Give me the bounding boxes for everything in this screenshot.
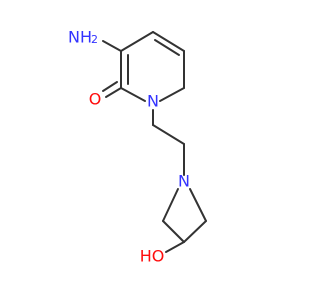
amine-h-count-text: 2: [91, 33, 98, 46]
amine-label: NH 2: [68, 28, 98, 47]
bond-c2-o-b: [102, 81, 118, 92]
bond-c4-c5: [152, 31, 185, 52]
bond-c4-c5-double: [154, 39, 180, 56]
bond-c6-n1: [159, 87, 185, 102]
bond-choh-oh: [165, 241, 185, 253]
ring-nitrogen-label: N: [147, 92, 159, 111]
bond-ch2-ch2: [152, 124, 185, 145]
bond-n1-c2: [120, 87, 146, 102]
bond-c3-amine: [102, 40, 122, 52]
amine-nh-text: NH: [68, 28, 92, 47]
bond-choh-ch2-left: [162, 220, 185, 243]
bond-ch2-right-choh: [183, 220, 207, 243]
bond-c3-c4: [120, 31, 154, 52]
molecule-structure: NH 2 O N N HO: [68, 28, 207, 266]
bond-ch2-left-azn: [162, 188, 179, 222]
bond-azn-ch2-right: [189, 188, 207, 222]
hydroxyl-label: HO: [140, 247, 165, 266]
carbonyl-oxygen-label: O: [89, 90, 102, 109]
bond-c2-o-a: [105, 87, 122, 98]
azetidine-nitrogen-label: N: [178, 172, 190, 191]
